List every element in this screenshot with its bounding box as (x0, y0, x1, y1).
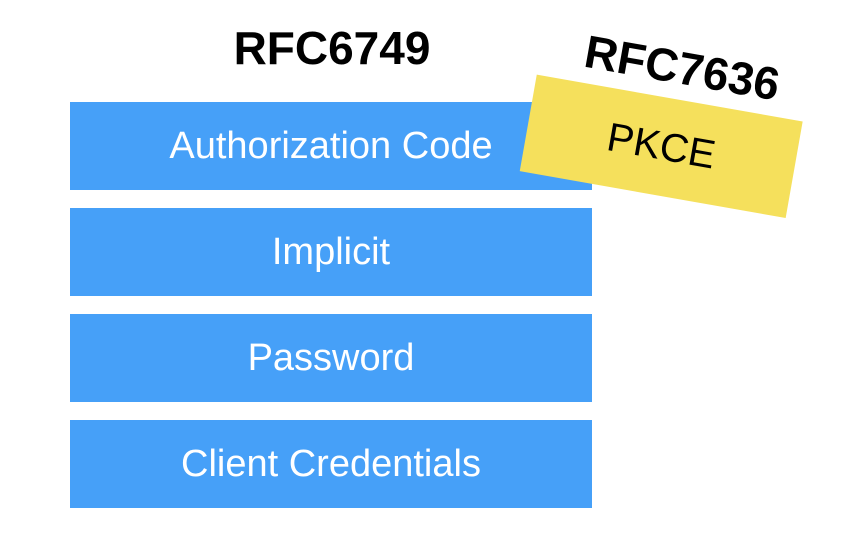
grant-box-implicit: Implicit (70, 208, 592, 296)
rfc6749-title: RFC6749 (233, 22, 431, 74)
grant-box-password: Password (70, 314, 592, 402)
grant-label-client-credentials: Client Credentials (181, 442, 481, 485)
grant-label-authorization-code: Authorization Code (169, 124, 493, 167)
grant-box-client-credentials: Client Credentials (70, 420, 592, 508)
grant-box-authorization-code: Authorization Code (70, 102, 592, 190)
pkce-label: PKCE (603, 114, 719, 177)
grant-label-password: Password (247, 336, 415, 379)
grant-label-implicit: Implicit (271, 230, 391, 273)
